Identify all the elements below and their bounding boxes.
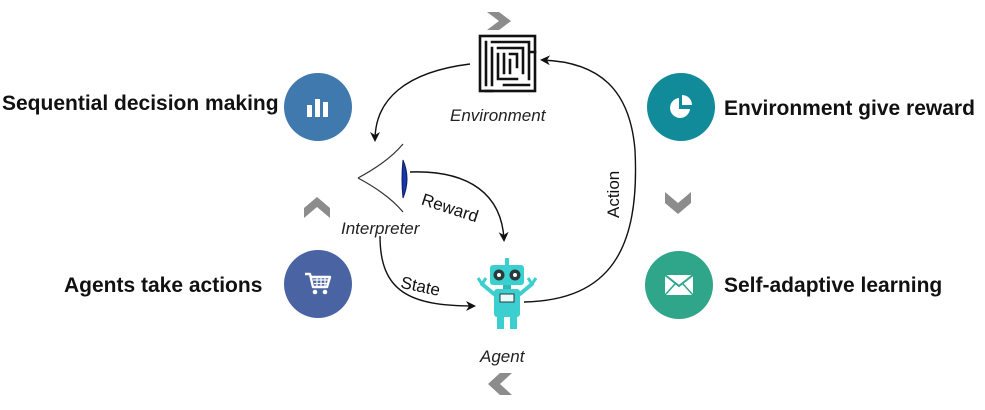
arrow-agent-to-environment-action xyxy=(523,55,637,303)
chevron-up-icon xyxy=(304,197,330,218)
arrow-interpreter-to-agent-state xyxy=(379,235,476,311)
environment-reward-label: Environment give reward xyxy=(724,97,975,120)
maze-icon xyxy=(478,34,537,93)
interpreter-caption: Interpreter xyxy=(341,219,420,238)
environment-reward-circle xyxy=(647,73,715,141)
arrow-environment-to-interpreter xyxy=(370,63,471,142)
chevron-left-icon xyxy=(488,373,512,395)
sequential-decision-label: Sequential decision making xyxy=(2,92,279,115)
self-adaptive-learning-label: Self-adaptive learning xyxy=(724,274,943,297)
bar-chart-icon xyxy=(307,99,328,117)
self-adaptive-learning-circle xyxy=(645,251,713,319)
chevron-right-icon xyxy=(487,12,511,30)
environment-caption: Environment xyxy=(450,106,546,125)
arrow-interpreter-to-agent-reward xyxy=(409,171,509,242)
shopping-cart-icon xyxy=(305,272,332,295)
robot-icon xyxy=(476,258,538,329)
eye-icon xyxy=(357,143,408,213)
agent-caption: Agent xyxy=(480,347,525,366)
pie-chart-icon xyxy=(670,95,692,118)
action-edge-label: Action xyxy=(604,170,623,218)
chevron-down-icon xyxy=(665,192,691,214)
agents-actions-label: Agents take actions xyxy=(64,274,263,297)
agents-actions-circle xyxy=(284,250,352,318)
sequential-decision-circle xyxy=(284,73,352,141)
envelope-icon xyxy=(664,274,694,296)
